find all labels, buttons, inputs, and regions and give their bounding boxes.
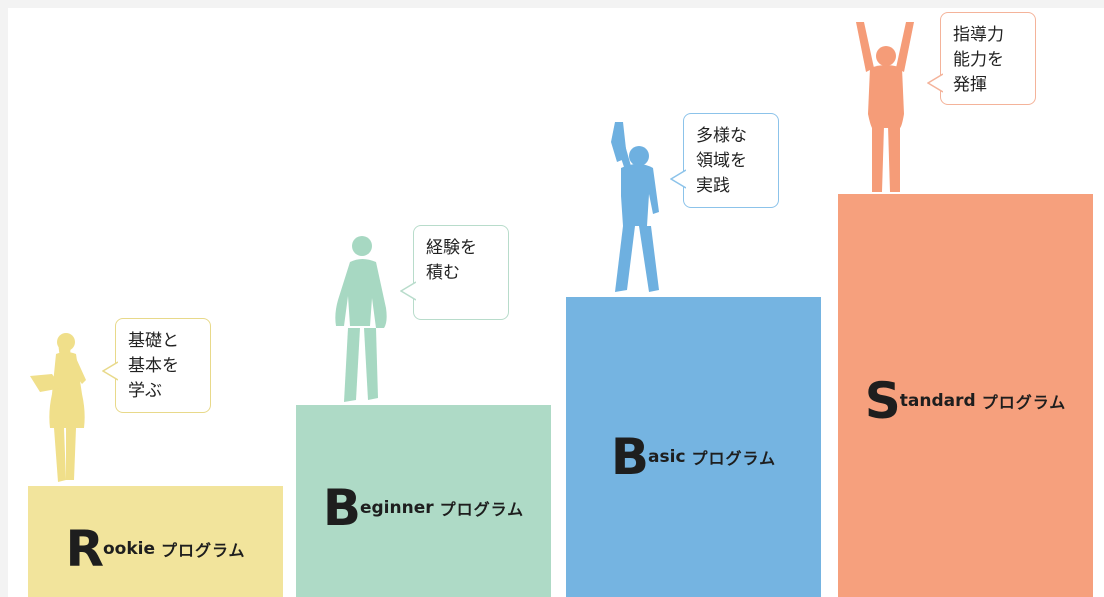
standard-bubble-line-2: 能力を: [953, 50, 1004, 70]
beginner-bubble-line-2: 積む: [426, 263, 460, 283]
beginner-program: プログラム: [439, 500, 525, 519]
rookie-bubble-line-1: 基礎と: [128, 331, 179, 351]
standard-initial: S: [864, 372, 901, 430]
standard-bubble-line-3: 発揮: [953, 75, 987, 95]
person-thinking-icon: [326, 232, 396, 407]
standard-bubble-line-1: 指導力: [953, 25, 1004, 45]
step-beginner-label: B eginner プログラム: [296, 483, 551, 533]
basic-program: プログラム: [691, 449, 777, 468]
step-basic: B asic プログラム: [566, 297, 821, 597]
beginner-initial: B: [322, 479, 361, 537]
beginner-speech-bubble: 経験を 積む: [400, 225, 509, 320]
rookie-initial: R: [65, 520, 103, 578]
step-standard-label: S tandard プログラム: [838, 376, 1093, 426]
basic-initial: B: [610, 428, 649, 486]
beginner-bubble-line-1: 経験を: [426, 238, 477, 258]
standard-speech-bubble: 指導力 能力を 発揮: [927, 12, 1036, 105]
beginner-name: eginner: [359, 498, 434, 518]
person-fist-raised-icon: [601, 120, 671, 300]
step-standard: S tandard プログラム: [838, 194, 1093, 597]
basic-bubble-line-3: 実践: [696, 176, 730, 196]
program-steps-diagram: R ookie プログラム 基礎と 基本を 学ぶ B e: [8, 8, 1104, 597]
basic-bubble-line-2: 領域を: [696, 151, 747, 171]
basic-name: asic: [648, 447, 686, 467]
basic-speech-bubble: 多様な 領域を 実践: [670, 113, 779, 208]
person-reading-icon: [28, 330, 98, 488]
standard-name: tandard: [899, 391, 976, 411]
step-basic-label: B asic プログラム: [566, 432, 821, 482]
rookie-program: プログラム: [161, 541, 246, 560]
rookie-name: ookie: [102, 539, 155, 559]
step-rookie-label: R ookie プログラム: [28, 524, 283, 574]
step-rookie: R ookie プログラム: [28, 486, 283, 597]
step-beginner: B eginner プログラム: [296, 405, 551, 597]
rookie-speech-bubble: 基礎と 基本を 学ぶ: [102, 318, 211, 413]
standard-program: プログラム: [981, 393, 1067, 412]
rookie-bubble-line-2: 基本を: [128, 356, 179, 376]
basic-bubble-line-1: 多様な: [696, 126, 747, 146]
rookie-bubble-line-3: 学ぶ: [128, 381, 162, 401]
person-arms-raised-icon: [850, 18, 920, 196]
